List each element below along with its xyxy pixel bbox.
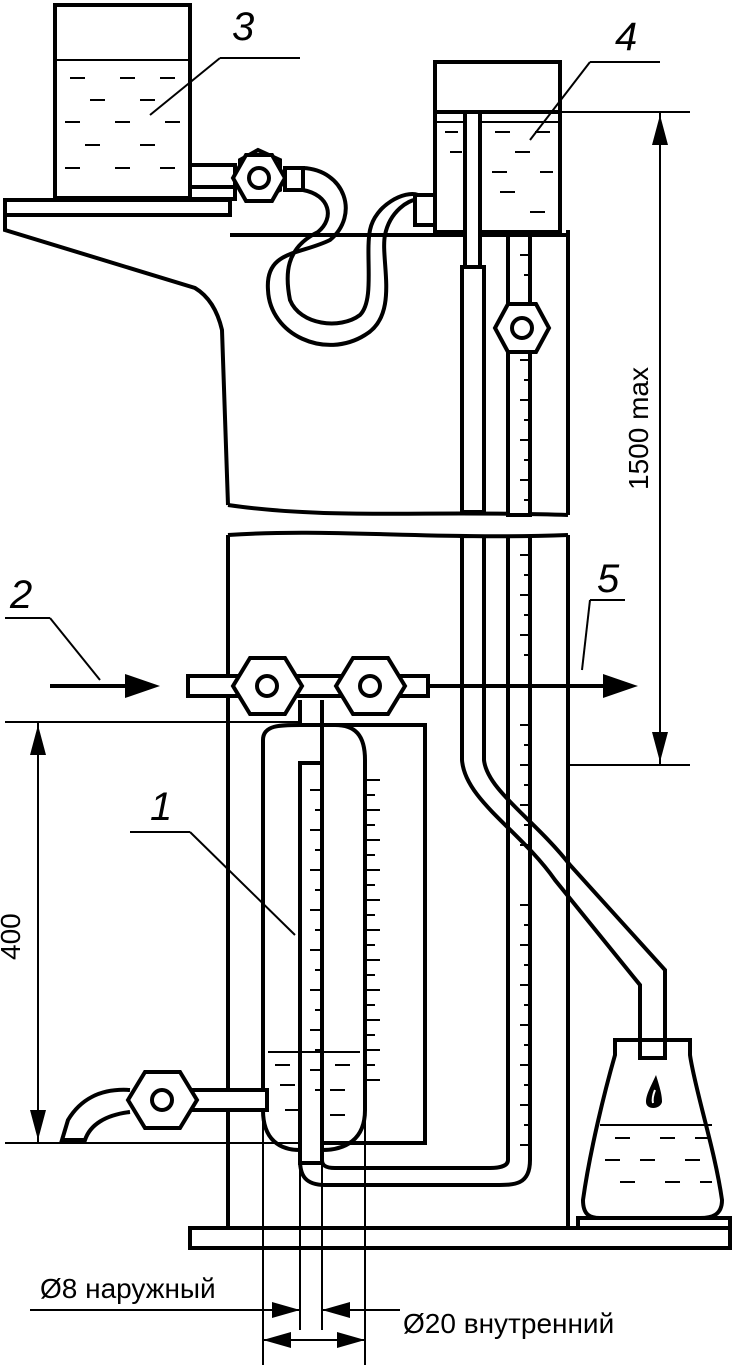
inlet-outlet-valves: [186, 656, 430, 716]
label-1: 1: [150, 785, 172, 829]
right-tube-lower: [298, 535, 667, 1187]
collection-flask: [576, 1038, 732, 1230]
flow-arrows: [50, 674, 638, 698]
graduation-inner: [310, 789, 322, 1091]
height-max-label: 1500 max: [623, 367, 654, 490]
inner-diameter-label: Ø20 внутренний: [403, 1308, 614, 1339]
leader-lines: [5, 57, 660, 936]
label-5: 5: [597, 557, 620, 601]
tank-4: [433, 60, 562, 269]
dimension-diameters: [30, 1115, 400, 1365]
dimension-1500: [560, 111, 690, 766]
measuring-device-1: [261, 700, 427, 1165]
label-3: 3: [232, 5, 254, 49]
height-400-label: 400: [0, 913, 26, 960]
label-4: 4: [615, 15, 637, 59]
valve-tank-3: [230, 147, 305, 203]
tank-3: [53, 3, 237, 201]
label-2: 2: [9, 573, 32, 617]
graduation-scale: [365, 779, 380, 1081]
drain-valve: [59, 1070, 269, 1142]
hose-loop: [265, 166, 439, 347]
right-tube-upper: [460, 233, 532, 517]
dimension-400: [5, 721, 300, 1144]
valve-right-tube: [492, 302, 552, 354]
stand-lower: [188, 535, 732, 1250]
outer-diameter-label: Ø8 наружный: [40, 1273, 216, 1304]
